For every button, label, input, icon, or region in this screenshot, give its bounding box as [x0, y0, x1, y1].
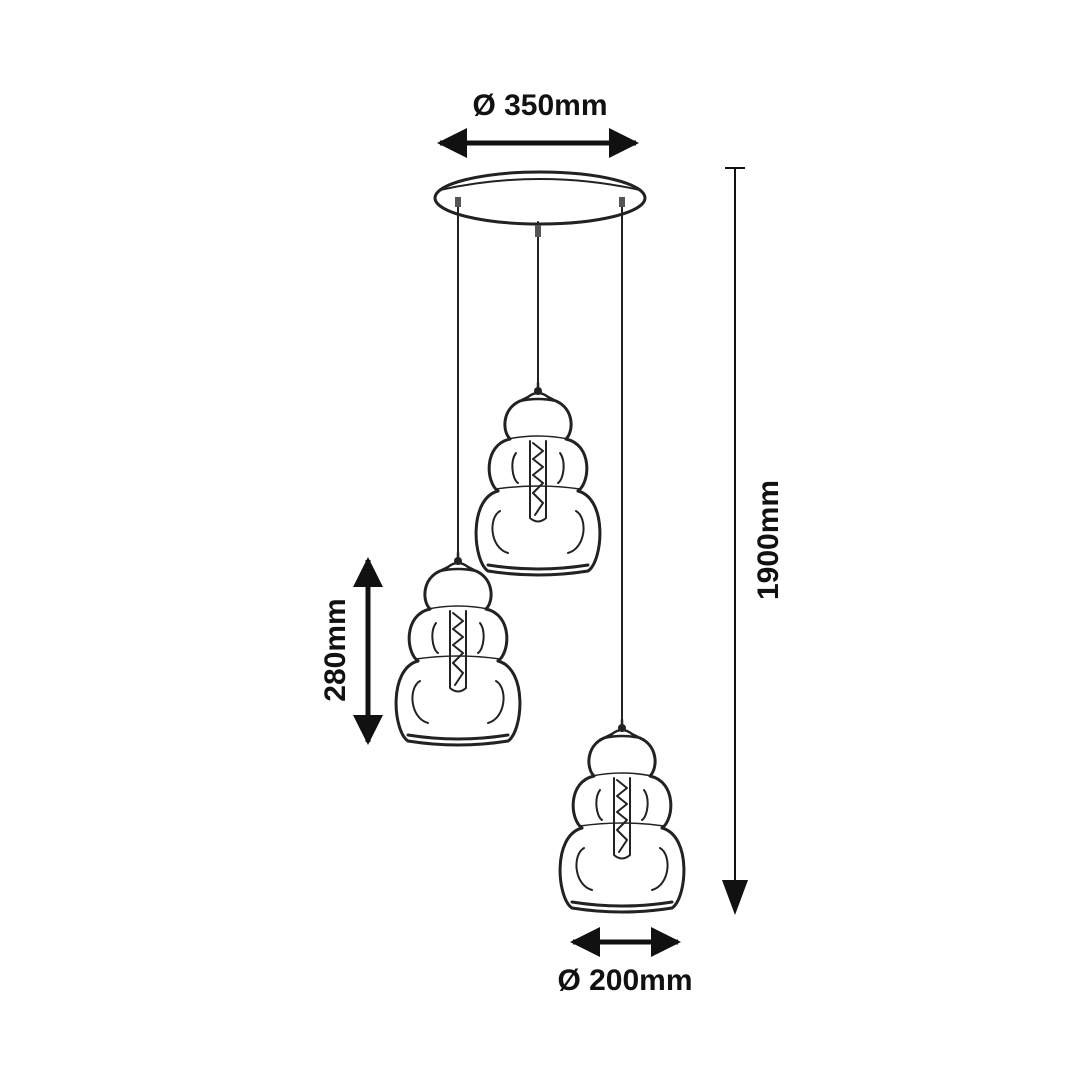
- canopy-diameter-label: Ø 350mm: [472, 89, 607, 122]
- shade-left: [394, 551, 522, 747]
- total-height-dimension: 1900mm: [722, 167, 785, 915]
- canopy-diameter-dimension: Ø 350mm: [437, 89, 639, 158]
- shade-height-label: 280mm: [319, 598, 352, 701]
- shade-middle: [474, 381, 602, 577]
- total-height-label: 1900mm: [752, 480, 785, 600]
- ceiling-canopy: [433, 170, 647, 226]
- shade-right: [558, 718, 686, 914]
- shade-diameter-dimension: Ø 200mm: [557, 927, 693, 997]
- cords: [455, 197, 625, 723]
- shade-height-dimension: 280mm: [319, 557, 383, 745]
- shade-diameter-label: Ø 200mm: [557, 964, 692, 997]
